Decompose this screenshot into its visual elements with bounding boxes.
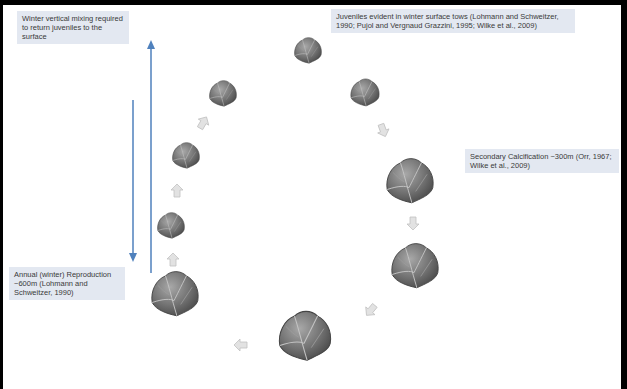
cycle-arrow: [407, 217, 419, 230]
shell-juvenile: [295, 38, 322, 64]
connector-layer: [3, 5, 621, 389]
shell-calcified: [392, 244, 438, 288]
note-box: Annual (winter) Reproduction ~600m (Lohm…: [9, 267, 125, 300]
cycle-arrow: [375, 122, 391, 138]
shell-juvenile: [210, 81, 237, 107]
note-box: Juveniles evident in winter surface tows…: [331, 9, 575, 33]
cycle-arrow: [234, 339, 247, 351]
cycle-arrow: [167, 253, 179, 266]
shell-juvenile: [351, 79, 379, 106]
foraminifera-cycle: [3, 5, 621, 389]
cycle-arrow: [362, 302, 380, 320]
arrow-head: [129, 253, 137, 262]
note-text: Juveniles evident in winter surface tows…: [336, 12, 570, 30]
note-box: Winter vertical mixing required to retur…: [17, 11, 129, 44]
arrow-head: [147, 40, 155, 49]
shell-juvenile: [173, 143, 200, 169]
note-text: Annual (winter) Reproduction ~600m (Lohm…: [14, 270, 120, 297]
shell-calcified: [387, 159, 433, 203]
cycle-arrow: [195, 114, 212, 131]
page-ground: Winter vertical mixing required to retur…: [3, 5, 621, 389]
downward-arrow: [132, 100, 134, 255]
note-box: Secondary Calcification ~300m (Orr, 1967…: [465, 149, 619, 173]
shell-adult: [152, 272, 198, 316]
shell-juvenile: [158, 213, 185, 239]
note-text: Secondary Calcification ~300m (Orr, 1967…: [470, 152, 614, 170]
note-text: Winter vertical mixing required to retur…: [22, 14, 124, 41]
cycle-arrow: [171, 184, 183, 197]
shell-adult: [279, 311, 330, 360]
upward-arrow: [150, 47, 152, 273]
